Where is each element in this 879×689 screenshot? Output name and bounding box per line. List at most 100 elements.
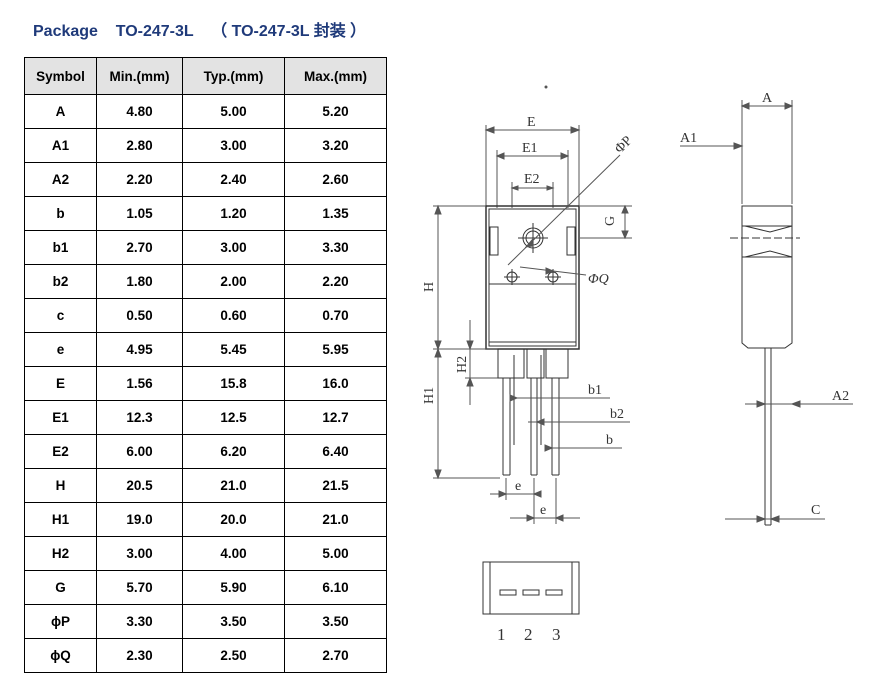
cell-max: 5.20 [284, 94, 387, 129]
cell-symbol: E2 [24, 434, 97, 469]
dim-b2: b2 [528, 407, 630, 426]
label-e-upper: e [515, 479, 521, 494]
label-H1: H1 [422, 387, 437, 404]
cell-min: 1.80 [96, 264, 183, 299]
header-typ: Typ.(mm) [182, 57, 285, 95]
cell-symbol: H [24, 468, 97, 503]
label-b2: b2 [610, 407, 624, 422]
cell-typ: 6.20 [182, 434, 285, 469]
cell-max: 5.00 [284, 536, 387, 571]
package-bottom-view [482, 561, 580, 615]
label-b1: b1 [588, 383, 602, 398]
dim-E1: E1 [495, 141, 570, 208]
cell-symbol: E [24, 366, 97, 401]
cell-max: 12.7 [284, 400, 387, 435]
cell-max: 16.0 [284, 366, 387, 401]
cell-typ: 3.00 [182, 128, 285, 163]
dim-H: H [422, 204, 486, 351]
dim-A2: A2 [745, 389, 853, 408]
label-b: b [606, 433, 613, 448]
cell-symbol: E1 [24, 400, 97, 435]
header-min: Min.(mm) [96, 57, 183, 95]
cell-symbol: A2 [24, 162, 97, 197]
header-symbol: Symbol [24, 57, 97, 95]
pin-label-1: 1 [497, 625, 506, 644]
cell-max: 2.60 [284, 162, 387, 197]
cell-min: 2.30 [96, 638, 183, 673]
cell-typ: 15.8 [182, 366, 285, 401]
dim-b: b [544, 433, 622, 452]
package-label: Package [33, 23, 98, 40]
cell-symbol: b [24, 196, 97, 231]
table-header-row: Symbol Min.(mm) Typ.(mm) Max.(mm) [24, 57, 387, 95]
cell-min: 0.50 [96, 298, 183, 333]
package-side-view [730, 205, 800, 526]
label-A1: A1 [680, 131, 697, 146]
dim-G: G [580, 204, 632, 240]
cell-max: 6.10 [284, 570, 387, 605]
label-phiP: ΦP [612, 133, 635, 156]
label-H: H [422, 282, 437, 292]
pin-label-2: 2 [524, 625, 533, 644]
label-A: A [762, 91, 773, 106]
cell-symbol: e [24, 332, 97, 367]
cell-min: 6.00 [96, 434, 183, 469]
cell-typ: 2.40 [182, 162, 285, 197]
dim-A1: A1 [680, 131, 744, 150]
cell-min: 2.70 [96, 230, 183, 265]
cell-min: 2.80 [96, 128, 183, 163]
cell-max: 21.0 [284, 502, 387, 537]
cell-typ: 20.0 [182, 502, 285, 537]
package-leads [497, 348, 569, 476]
package-outline-drawing: E E1 E2 ΦP [422, 85, 853, 644]
cell-max: 2.70 [284, 638, 387, 673]
cell-typ: 5.00 [182, 94, 285, 129]
cell-typ: 5.90 [182, 570, 285, 605]
cell-min: 1.05 [96, 196, 183, 231]
label-E1: E1 [522, 141, 538, 156]
cell-typ: 3.50 [182, 604, 285, 639]
dim-H1: H1 [422, 347, 500, 480]
dim-E: E [484, 115, 581, 210]
cell-typ: 5.45 [182, 332, 285, 367]
pin-label-3: 3 [552, 625, 561, 644]
label-G: G [603, 216, 618, 226]
cell-min: 5.70 [96, 570, 183, 605]
cell-symbol: ϕP [24, 604, 97, 639]
cell-symbol: ϕQ [24, 638, 97, 673]
cell-typ: 12.5 [182, 400, 285, 435]
dim-e-lower: e [510, 478, 580, 524]
package-name: TO-247-3L [115, 23, 194, 40]
cell-max: 5.95 [284, 332, 387, 367]
label-C: C [811, 503, 820, 518]
cell-symbol: A [24, 94, 97, 129]
cell-typ: 4.00 [182, 536, 285, 571]
header-max: Max.(mm) [284, 57, 387, 95]
package-title: Package TO-247-3L （ TO-247-3L 封装 ） [33, 17, 366, 41]
label-H2: H2 [455, 356, 470, 373]
cell-symbol: b2 [24, 264, 97, 299]
drawing-dot [544, 85, 548, 89]
label-E: E [527, 115, 536, 130]
dim-H2: H2 [455, 320, 500, 405]
cell-typ: 21.0 [182, 468, 285, 503]
dim-phiQ: ΦQ [519, 266, 609, 287]
cell-typ: 2.00 [182, 264, 285, 299]
label-phiQ: ΦQ [588, 272, 609, 287]
cell-symbol: H2 [24, 536, 97, 571]
